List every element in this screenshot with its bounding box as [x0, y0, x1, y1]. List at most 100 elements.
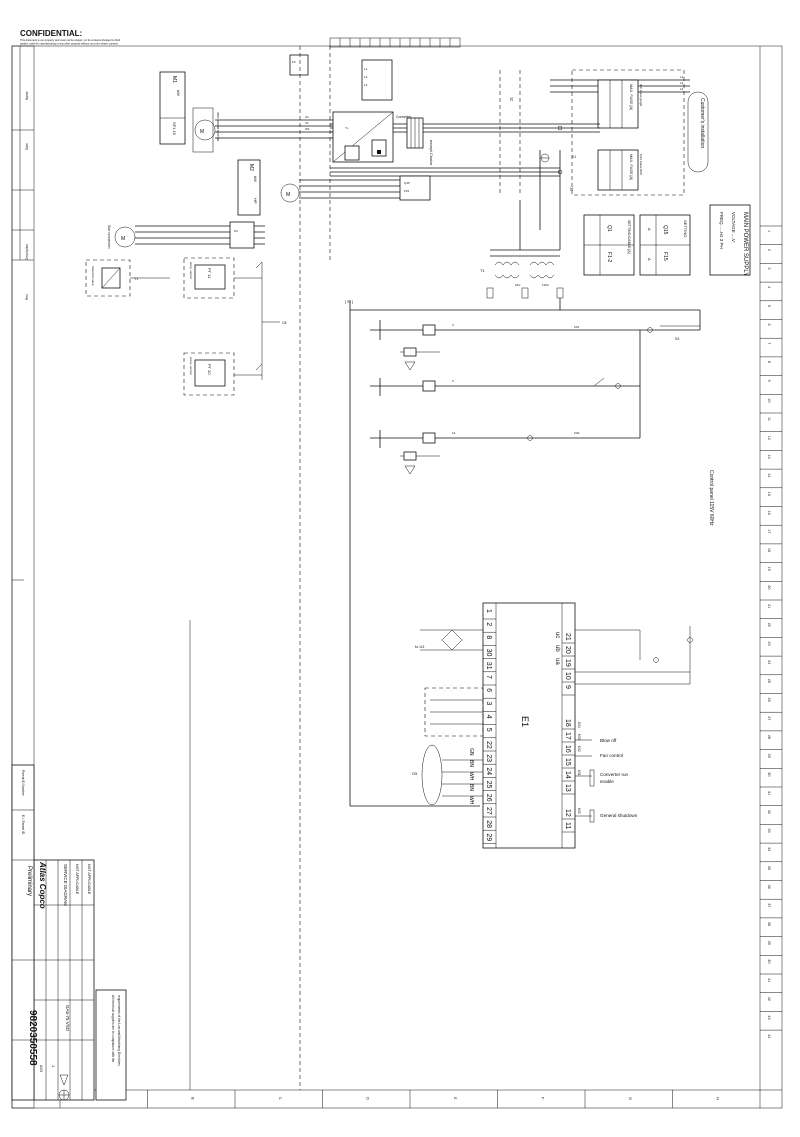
e1-right-terminal: 15 [564, 758, 571, 766]
svg-text:[r]: [r] [570, 187, 573, 191]
svg-text:A: A [647, 258, 652, 261]
svg-text:kW: kW [176, 90, 181, 96]
svg-text:Star connection: Star connection [107, 225, 111, 249]
svg-text:K02: K02 [574, 431, 580, 435]
confidential-note-1: This document is our property and must n… [20, 38, 121, 42]
converter-enable-label: enable [600, 779, 614, 784]
general-shutdown-label: General shutdown [600, 813, 638, 818]
svg-text:3: 3 [452, 379, 454, 383]
ladder-number: 25 [767, 679, 771, 683]
svg-text:C8: C8 [282, 321, 287, 325]
ruler-letter: G [628, 1097, 633, 1100]
svg-text:to U1: to U1 [415, 644, 425, 649]
power-supply-freq: FREQ. ....Hz 3 PH [719, 212, 724, 249]
ladder-number: 29 [767, 754, 771, 758]
svg-text:L2: L2 [680, 81, 684, 85]
converter-input-terminals: L1 L2 L3 F3 [289, 46, 393, 260]
svg-text:M: M [121, 236, 125, 242]
ladder-number: 7 [767, 342, 771, 344]
svg-text:F15: F15 [662, 252, 668, 261]
svg-text:K1: K1 [572, 155, 576, 159]
ladder-number: 39 [767, 941, 771, 945]
ruler-letter: C [278, 1097, 283, 1100]
svg-text:kW: kW [253, 176, 258, 182]
doc-model: GA5-75 VSD [65, 1005, 70, 1032]
ladder-number: 38 [767, 922, 771, 926]
svg-text:A: A [647, 228, 652, 231]
motor-m2: M2 kW HP M Q15 F15 [237, 159, 431, 216]
transformer-t1: T1 24V 115V [480, 249, 564, 299]
ladder-number: 35 [767, 866, 771, 870]
control-panel-label: Control panel 115V 60Hz [708, 470, 714, 526]
motor-m1: M1 kW SF1.15 M 380V ROOM MOTOR U1 V1 W1 [159, 71, 333, 153]
svg-text:IEC Class gL/gG: IEC Class gL/gG [639, 84, 643, 107]
svg-text:A03: A03 [39, 1065, 44, 1073]
svg-text:K04: K04 [577, 722, 581, 728]
e1-right-terminal: 12 [564, 809, 571, 817]
svg-text:requirements of the Low and Ma: requirements of the Low and Machinery Di… [117, 995, 121, 1066]
svg-text:K03: K03 [577, 734, 581, 740]
sensor-pt11: PT 11 temp. sensor [183, 257, 235, 299]
svg-text:F15: F15 [404, 189, 410, 193]
svg-text:NOT APPLICABLE: NOT APPLICABLE [87, 864, 91, 895]
confidential-note-2: parties, used for manufacturing or any o… [20, 42, 119, 46]
e1-right-terminal: 20 [564, 646, 571, 654]
e1-left-terminal: 8 [485, 635, 492, 639]
svg-text:L3: L3 [680, 87, 684, 91]
ladder-number: 24 [767, 660, 771, 664]
svg-text:Control panel 115V 60Hz: Control panel 115V 60Hz [708, 470, 714, 526]
svg-text:L1: L1 [364, 67, 368, 71]
customer-installation-frame [571, 69, 685, 196]
svg-text:K05: K05 [577, 808, 581, 814]
ladder-number: 32 [767, 810, 771, 814]
top-comb-connector [329, 37, 461, 48]
ladder-number: 1 [767, 230, 771, 232]
e1-right-terminal: 21 [564, 633, 571, 641]
blow-off-label: Blow off [600, 738, 617, 743]
ladder-number: 6 [767, 324, 771, 326]
revision-block: Rev Description Date Name [25, 91, 29, 300]
converter-run-label: Converter run [600, 772, 629, 777]
svg-text:380V ROOM MOTOR: 380V ROOM MOTOR [216, 112, 220, 142]
ruler-letter: F [540, 1097, 545, 1100]
svg-text:115V: 115V [542, 283, 549, 287]
svg-text:Solenoid valve: Solenoid valve [91, 266, 95, 286]
customer-installation-label: Customer's installation [687, 91, 709, 173]
motor-star-connection: M Star connection K3 [107, 221, 265, 249]
ladder-number: 43 [767, 1015, 771, 1019]
e1-left-terminal: 3 [485, 701, 492, 705]
e1-left-terminal: 1 [485, 609, 492, 613]
svg-text:Date: Date [25, 143, 29, 150]
svg-text:K02: K02 [577, 746, 581, 752]
ladder-rung-numbers: 1234567891011121314151617181920212223242… [760, 225, 782, 1038]
control-circuit: 4 3 12 K01 K02 S3 [ X1 ] [345, 298, 701, 807]
e1-right-terminal: 14 [564, 771, 571, 779]
svg-text:[ X1 ]: [ X1 ] [345, 300, 353, 304]
svg-text:24V: 24V [515, 283, 520, 287]
svg-text:Converter: Converter [396, 115, 412, 119]
svg-text:PT 20: PT 20 [207, 364, 212, 375]
ladder-number: 21 [767, 604, 771, 608]
svg-text:K3: K3 [234, 229, 238, 233]
ladder-number: 33 [767, 828, 771, 832]
ladder-number: 14 [767, 473, 771, 477]
e1-right-terminal: 9 [564, 685, 571, 689]
switch-symbols-top: K1 [r] [r] [510, 97, 576, 191]
svg-text:Rev: Rev [25, 294, 29, 300]
svg-text:M: M [200, 129, 204, 135]
e1-left-terminal: 6 [485, 688, 492, 692]
svg-text:K01: K01 [577, 770, 581, 776]
ladder-number: 9 [767, 380, 771, 382]
e1-right-terminal: 10 [564, 672, 571, 680]
ladder-number: 37 [767, 903, 771, 907]
svg-text:NOT APPLICABLE: NOT APPLICABLE [75, 864, 79, 895]
svg-text:Y1: Y1 [134, 277, 138, 281]
svg-text:Name: Name [25, 91, 29, 100]
title-block: Atlas Copco Preliminary SERVICE DIAGRAM … [11, 764, 127, 1101]
ladder-number: 4 [767, 286, 771, 288]
svg-text:L2: L2 [364, 75, 368, 79]
svg-text:S3: S3 [675, 337, 679, 341]
svg-text:4: 4 [452, 323, 454, 327]
